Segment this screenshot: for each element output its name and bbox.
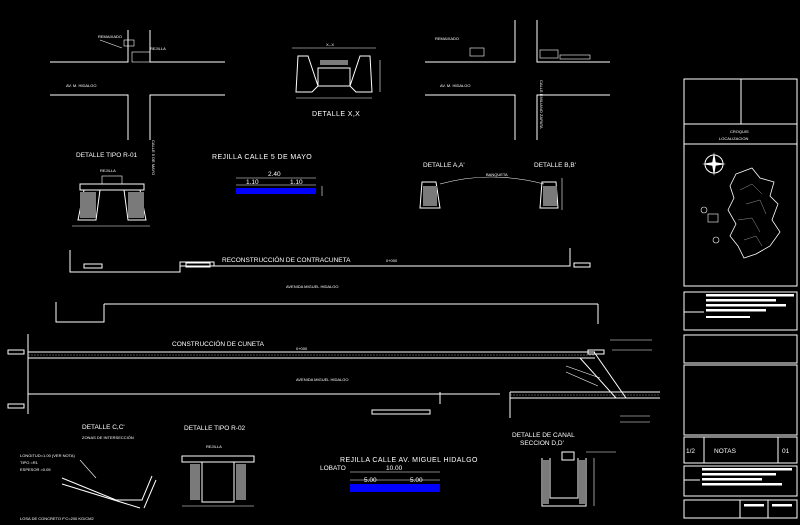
grate-5mayo-right: 1.10 [290, 179, 303, 186]
plan-intersection-right: REMAIXADO AV. M. HIDALGO CALLE EMILIANO … [425, 20, 610, 140]
detail-xx: X--X DETALLE X,X [292, 42, 381, 118]
canal-title-line2: SECCION D,D' [520, 440, 564, 447]
svg-text:REMAIXADO: REMAIXADO [435, 36, 459, 41]
sheet-number: 01 [782, 448, 790, 455]
north-compass-icon [702, 152, 726, 176]
detail-bb: DETALLE B,B' [534, 162, 576, 210]
croquis-title-line2: LOCALIZACION [719, 136, 748, 141]
svg-text:BANQUETA: BANQUETA [486, 172, 508, 177]
svg-text:0+000: 0+000 [296, 346, 308, 351]
detail-aa: DETALLE A,A' BANQUETA [419, 162, 545, 209]
plan-right-cross-street-label: CALLE EMILIANO ZAPATA [539, 80, 544, 129]
grate-hidalgo-right: 5.00 [410, 477, 423, 484]
svg-text:REJILLA: REJILLA [150, 46, 166, 51]
grate-hidalgo-total: 10.00 [386, 465, 403, 472]
grate-hidalgo-title: REJILLA CALLE AV. MIGUEL HIDALGO [340, 457, 478, 464]
grate-hidalgo-lobato: LOBATO [320, 465, 346, 472]
svg-text:0+000: 0+000 [386, 258, 398, 263]
plan-right-street-label: AV. M. HIDALGO [440, 83, 470, 88]
detail-r02-title: DETALLE TIPO R-02 [184, 425, 246, 432]
svg-text:LOSA DE CONCRETO F'C=200 KG/CM: LOSA DE CONCRETO F'C=200 KG/CM2 [20, 516, 94, 521]
svg-text:REJILLA: REJILLA [206, 444, 222, 449]
detail-cc-title: DETALLE C,C' [82, 424, 125, 431]
grate-5-de-mayo: REJILLA CALLE 5 DE MAYO 2.40 1.10 1.10 [212, 154, 323, 196]
svg-text:ESPESOR =0.05: ESPESOR =0.05 [20, 467, 51, 472]
plan-left-cross-street-label: CALLE 5 DE MAYO [151, 140, 156, 175]
sheet-fraction: 1/2 [686, 448, 695, 455]
title-block: CROQUIS LOCALIZACION 1/2 [683, 78, 798, 519]
grate-5mayo-total: 2.40 [268, 171, 281, 178]
detail-r02: DETALLE TIPO R-02 REJILLA [181, 425, 255, 507]
detail-canal: DETALLE DE CANAL SECCION D,D' [512, 432, 616, 507]
grate-5mayo-title: REJILLA CALLE 5 DE MAYO [212, 154, 312, 161]
grate-hidalgo-fill [350, 484, 440, 492]
grate-5mayo-fill [236, 188, 316, 194]
detail-r01-title: DETALLE TIPO R-01 [76, 152, 138, 159]
detail-bb-title: DETALLE B,B' [534, 162, 576, 169]
grate-5mayo-left: 1.10 [246, 179, 259, 186]
section-cuneta: CONSTRUCCIÓN DE CUNETA 0+000 AVENIDA MIG… [7, 334, 660, 423]
svg-text:TIPO =R1: TIPO =R1 [20, 460, 39, 465]
svg-text:REJILLA: REJILLA [100, 168, 116, 173]
detail-r01: DETALLE TIPO R-01 REJILLA [72, 152, 150, 227]
croquis-title-line1: CROQUIS [730, 129, 749, 134]
location-map [700, 152, 781, 259]
plan-intersection-left: REMAIXADO REJILLA AV. M. HIDALGO CALLE 5… [50, 30, 225, 175]
detail-xx-title: DETALLE X,X [312, 111, 360, 118]
grate-hidalgo-left: 5.00 [364, 477, 377, 484]
detail-aa-title: DETALLE A,A' [423, 162, 465, 169]
grate-hidalgo: REJILLA CALLE AV. MIGUEL HIDALGO LOBATO … [320, 457, 478, 492]
plan-left-street-label: AV. M. HIDALGO [66, 83, 96, 88]
contracuneta-title: RECONSTRUCCIÓN DE CONTRACUNETA [222, 255, 351, 264]
detail-cc: DETALLE C,C' ZONAS DE INTERSECCIÓN LONGI… [20, 424, 157, 521]
canal-title-line1: DETALLE DE CANAL [512, 432, 575, 439]
svg-text:X--X: X--X [326, 42, 334, 47]
cuneta-avenue: AVENIDA MIGUEL HIDALGO [296, 377, 348, 382]
notes-label: NOTAS [714, 448, 737, 455]
section-contracuneta: RECONSTRUCCIÓN DE CONTRACUNETA 0+000 AVE… [55, 248, 599, 324]
cuneta-title: CONSTRUCCIÓN DE CUNETA [172, 339, 265, 348]
svg-text:ZONAS DE INTERSECCIÓN: ZONAS DE INTERSECCIÓN [82, 435, 134, 440]
svg-text:LONGITUD=1.00 (VER NOTA): LONGITUD=1.00 (VER NOTA) [20, 453, 75, 458]
contracuneta-avenue: AVENIDA MIGUEL HIDALGO [286, 284, 338, 289]
svg-text:REMAIXADO: REMAIXADO [98, 34, 122, 39]
